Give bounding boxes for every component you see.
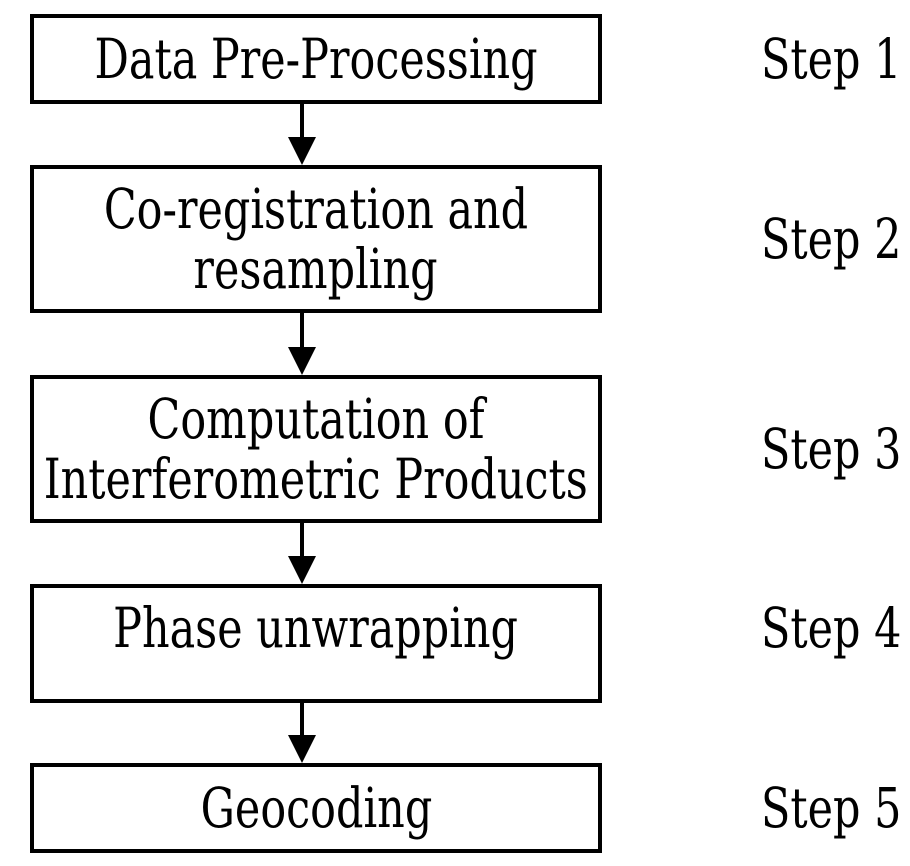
step-label-5: Step 5 [761, 776, 902, 840]
arrow-shaft [300, 523, 304, 558]
flowchart-box-data-pre-processing: Data Pre-Processing [30, 14, 602, 104]
arrowhead-icon [288, 137, 316, 165]
box-label: Phase unwrapping [113, 595, 519, 660]
step-label-2: Step 2 [761, 207, 902, 271]
box-label: resampling [193, 237, 439, 301]
flowchart-box-phase-unwrapping: Phase unwrapping [30, 584, 602, 703]
box-label: Interferometric Products [43, 447, 589, 511]
arrow-shaft [300, 104, 304, 140]
step-label-4: Step 4 [761, 596, 902, 660]
arrowhead-icon [288, 347, 316, 375]
arrow-shaft [300, 703, 304, 737]
flowchart-box-computation-interferometric-products: Computation of Interferometric Products [30, 375, 602, 523]
step-label-3: Step 3 [761, 417, 902, 481]
box-label: Computation of [147, 387, 485, 451]
arrowhead-icon [288, 556, 316, 584]
arrowhead-icon [288, 735, 316, 763]
box-label: Data Pre-Processing [94, 27, 538, 91]
step-label-1: Step 1 [761, 27, 902, 91]
flowchart-box-co-registration-resampling: Co-registration and resampling [30, 165, 602, 313]
arrow-shaft [300, 313, 304, 349]
flowchart-box-geocoding: Geocoding [30, 763, 602, 853]
box-label: Geocoding [200, 776, 432, 840]
box-label: Co-registration and [103, 177, 529, 241]
